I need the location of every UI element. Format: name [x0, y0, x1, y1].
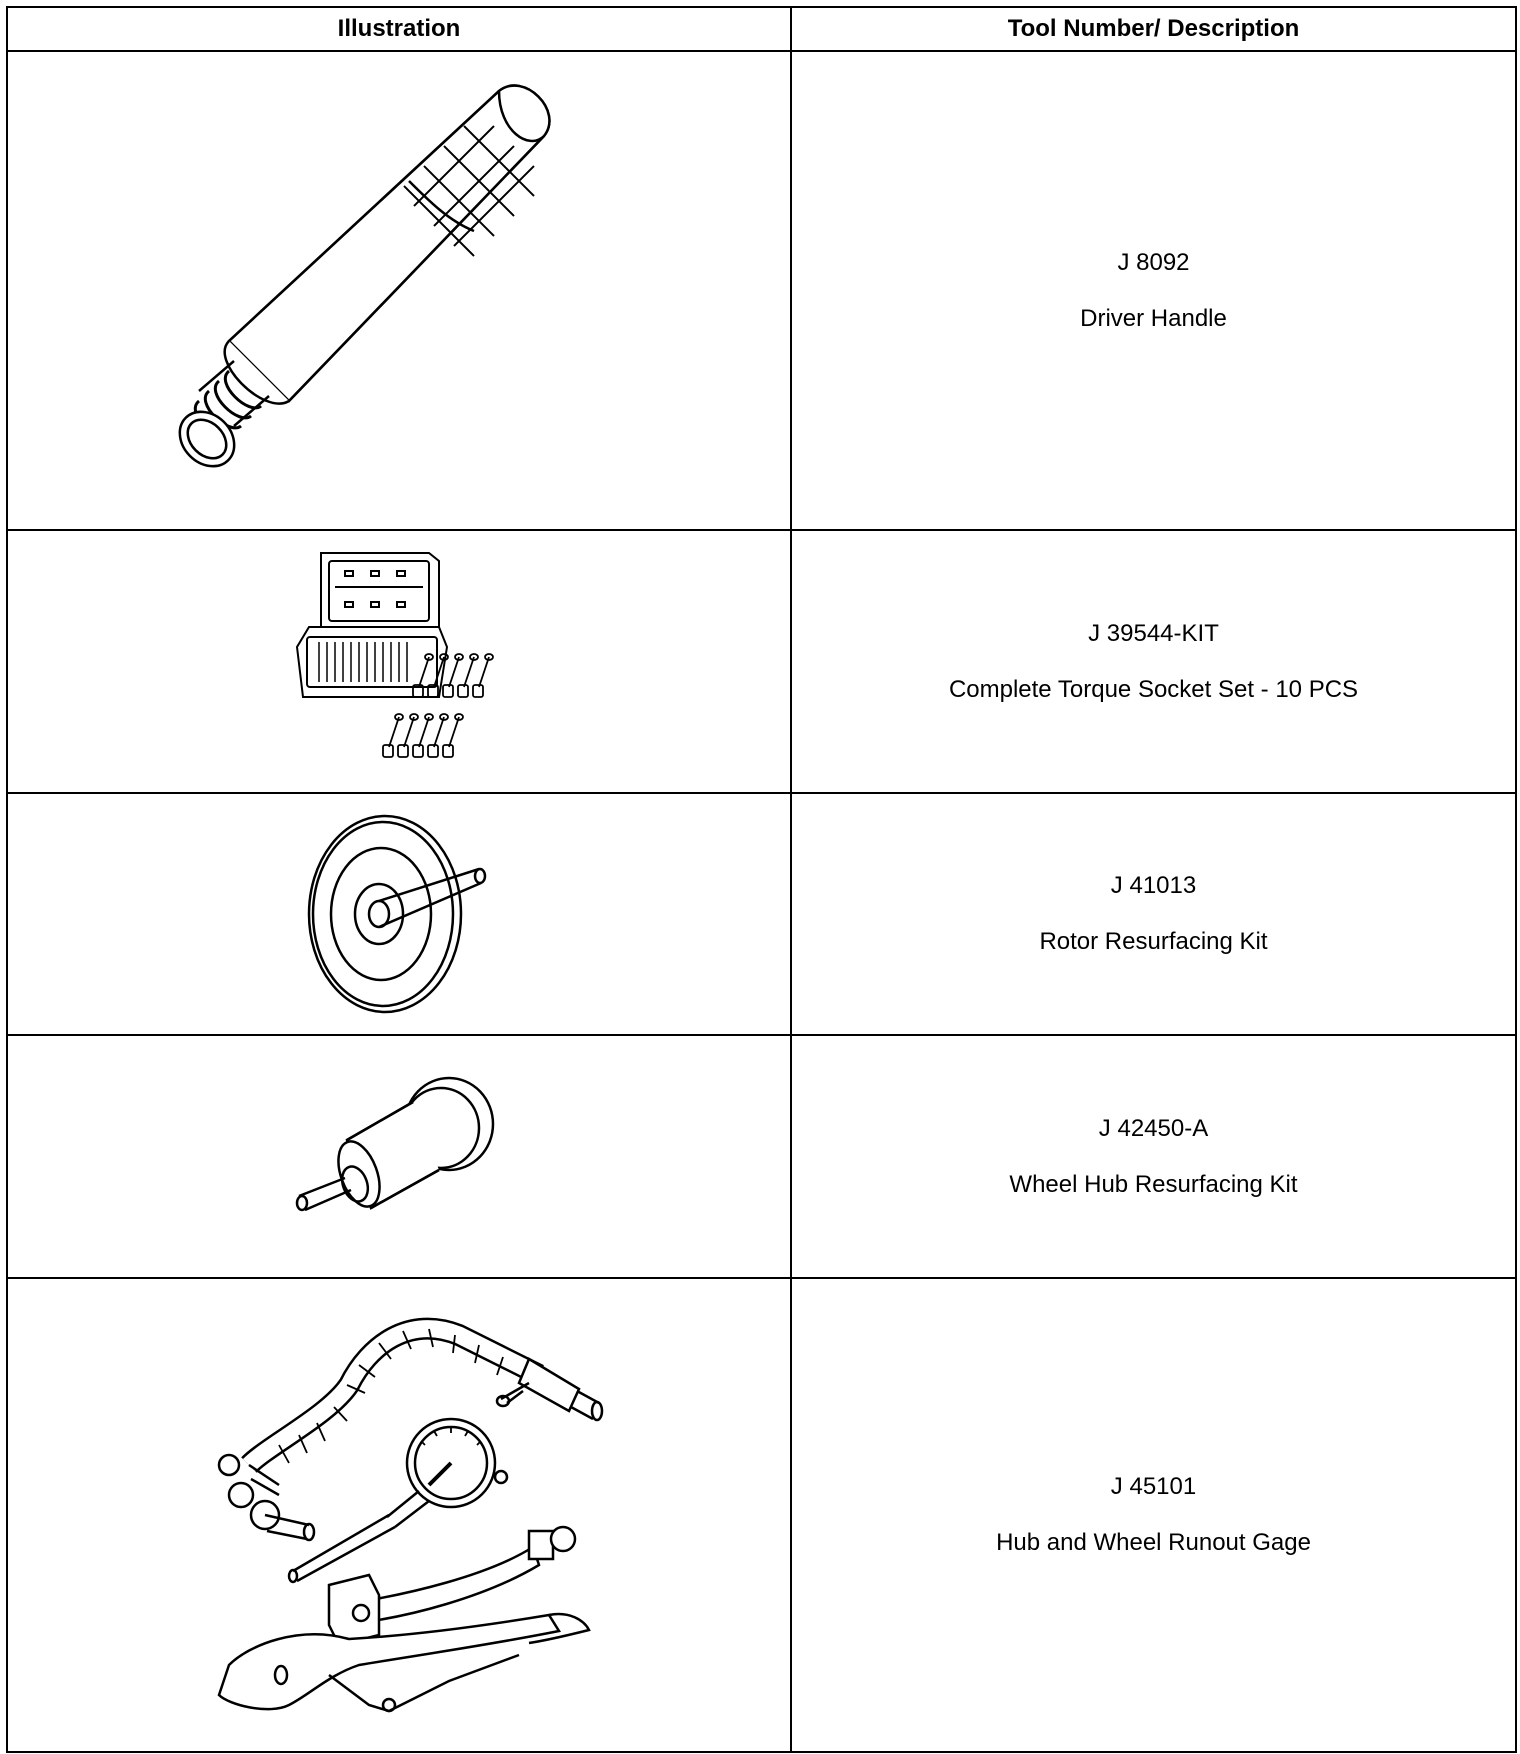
- tool-description: Complete Torque Socket Set - 10 PCS: [948, 675, 1359, 703]
- tool-description: Driver Handle: [1080, 304, 1227, 332]
- tool-description: Hub and Wheel Runout Gage: [996, 1529, 1311, 1556]
- table-row: J 42450-A Wheel Hub Resurfacing Kit: [6, 1034, 1517, 1279]
- illustration-cell: [6, 792, 792, 1036]
- tool-description: Wheel Hub Resurfacing Kit: [1009, 1170, 1298, 1198]
- tools-table: Illustration Tool Number/ Description: [6, 6, 1517, 1753]
- tool-number: J 39544-KIT: [1088, 619, 1219, 647]
- wheel-hub-resurfacing-kit-icon: [289, 1072, 509, 1242]
- description-cell: J 42450-A Wheel Hub Resurfacing Kit: [790, 1034, 1517, 1279]
- table-row: J 39544-KIT Complete Torque Socket Set -…: [6, 529, 1517, 794]
- description-cell: J 39544-KIT Complete Torque Socket Set -…: [790, 529, 1517, 794]
- tool-number: J 41013: [1110, 872, 1197, 899]
- torque-socket-set-icon: [279, 547, 519, 777]
- illustration-cell: [6, 1034, 792, 1279]
- illustration-cell: [6, 50, 792, 531]
- table-row: J 8092 Driver Handle: [6, 50, 1517, 531]
- rotor-resurfacing-kit-icon: [299, 809, 499, 1019]
- runout-gage-icon: [189, 1295, 609, 1735]
- illustration-header: Illustration: [6, 6, 792, 52]
- illustration-cell: [6, 529, 792, 794]
- table-row: J 45101 Hub and Wheel Runout Gage: [6, 1277, 1517, 1753]
- illustration-cell: [6, 1277, 792, 1753]
- driver-handle-icon: [169, 71, 629, 511]
- description-header: Tool Number/ Description: [790, 6, 1517, 52]
- description-cell: J 45101 Hub and Wheel Runout Gage: [790, 1277, 1517, 1753]
- header-row: Illustration Tool Number/ Description: [6, 6, 1517, 52]
- tool-number: J 8092: [1117, 248, 1190, 276]
- description-cell: J 41013 Rotor Resurfacing Kit: [790, 792, 1517, 1036]
- tool-number: J 42450-A: [1098, 1114, 1209, 1142]
- table-row: J 41013 Rotor Resurfacing Kit: [6, 792, 1517, 1036]
- tool-description: Rotor Resurfacing Kit: [1039, 928, 1268, 955]
- description-cell: J 8092 Driver Handle: [790, 50, 1517, 531]
- tool-number: J 45101: [1110, 1473, 1197, 1500]
